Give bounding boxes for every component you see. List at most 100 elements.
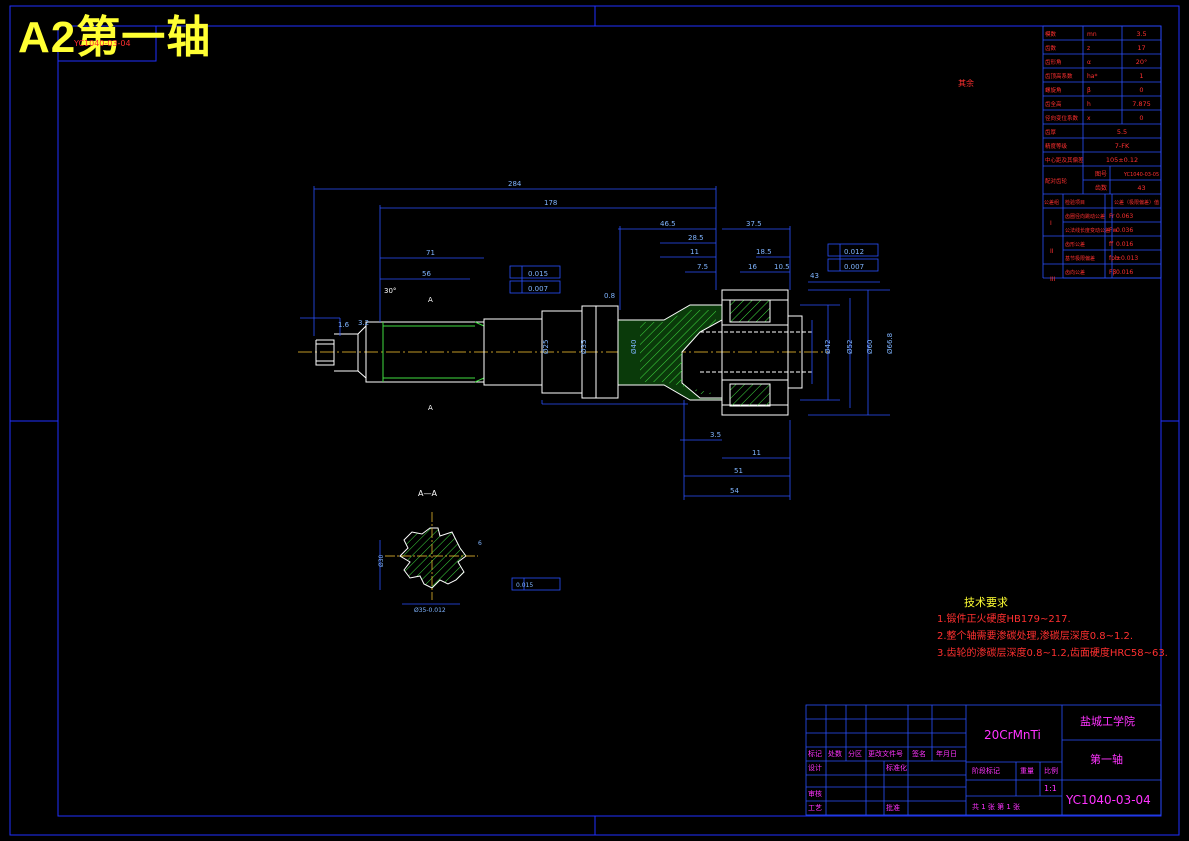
material: 20CrMnTi xyxy=(984,728,1041,742)
check-symbol: fpb xyxy=(1109,255,1119,262)
check-header: 公差（极限偏差）值 xyxy=(1114,199,1159,206)
label-design: 设计 xyxy=(808,764,822,772)
dim-d1: Ø25 xyxy=(542,340,550,354)
param-name: 径向变位系数 xyxy=(1045,114,1079,122)
dim-d4: Ø42 xyxy=(824,340,832,354)
param-value: 0 xyxy=(1139,114,1143,122)
dim-total: 284 xyxy=(508,180,522,188)
label-weight: 重量 xyxy=(1020,767,1034,775)
param-symbol: h xyxy=(1087,101,1091,108)
label-mark: 标记 xyxy=(808,750,822,758)
label-zone: 分区 xyxy=(848,750,862,758)
check-item: 公法线长度变动公差 xyxy=(1065,227,1110,234)
spline-od: Ø35-0.012 xyxy=(414,607,446,614)
dim-d6: Ø60 xyxy=(866,340,874,354)
label-standard: 标准化 xyxy=(886,764,907,772)
check-value: 0.016 xyxy=(1116,269,1133,276)
dim-d3: Ø40 xyxy=(630,340,638,354)
param-symbol: α xyxy=(1087,59,1091,66)
check-value: 0.036 xyxy=(1116,227,1133,234)
dim-d2: Ø35 xyxy=(580,340,588,354)
school-name: 盐城工学院 xyxy=(1080,715,1135,728)
param-name: 中心距及其偏差 xyxy=(1045,156,1084,164)
tech-item: 2.整个轴需要渗碳处理,渗碳层深度0.8~1.2. xyxy=(937,631,1134,642)
ra-08: 0.8 xyxy=(604,292,615,300)
dim-r7: 16 xyxy=(748,263,757,271)
label-check: 审核 xyxy=(808,790,822,798)
check-symbol: Fw xyxy=(1109,227,1117,234)
param-value: 17 xyxy=(1137,44,1145,52)
dim-r4: 11 xyxy=(690,248,699,256)
code-box xyxy=(57,25,157,62)
check-symbol: Fr xyxy=(1109,213,1115,220)
label-stage: 阶段标记 xyxy=(972,767,1000,775)
param-value: 0 xyxy=(1139,86,1143,94)
param-value: 7-FK xyxy=(1115,142,1130,150)
param-symbol: x xyxy=(1087,115,1091,122)
drawing-number: YC1040-03-04 xyxy=(1066,793,1151,807)
param-symbol: mn xyxy=(1087,31,1097,38)
param-name: 齿厚 xyxy=(1045,129,1057,136)
dim-b3: 51 xyxy=(734,467,743,475)
section-label: A—A xyxy=(418,489,437,498)
sec-a-top: A xyxy=(428,296,433,304)
technical-requirements: 技术要求 1.锻件正火硬度HB179~217. 2.整个轴需要渗碳处理,渗碳层深… xyxy=(937,594,1168,662)
check-group: III xyxy=(1050,276,1056,283)
dim-l4: 56 xyxy=(422,270,431,278)
param-name: 模数 xyxy=(1045,30,1057,38)
dim-r5: 7.5 xyxy=(697,263,708,271)
check-value: ±0.013 xyxy=(1116,255,1138,262)
mating-value: 43 xyxy=(1137,184,1145,192)
tol-3: 0.012 xyxy=(844,248,864,256)
check-group: I xyxy=(1050,220,1052,227)
param-name: 齿全高 xyxy=(1045,100,1062,108)
param-name: 螺旋角 xyxy=(1045,86,1062,94)
tech-item: 3.齿轮的渗碳层深度0.8~1.2,齿面硬度HRC58~63. xyxy=(937,648,1168,659)
mating-key: 齿数 xyxy=(1095,184,1107,192)
tol-2: 0.007 xyxy=(528,285,548,293)
check-header: 公差组 xyxy=(1044,199,1059,206)
tech-heading: 技术要求 xyxy=(964,596,1008,609)
param-name: 齿顶高系数 xyxy=(1045,72,1073,80)
dim-b5: 43 xyxy=(810,272,819,280)
check-value: 0.016 xyxy=(1116,241,1133,248)
spline-d: Ø30 xyxy=(378,554,385,567)
param-symbol: β xyxy=(1087,87,1091,94)
param-name: 齿数 xyxy=(1045,44,1057,52)
dim-angle: 30° xyxy=(384,287,396,295)
scale: 1:1 xyxy=(1044,784,1057,793)
dim-r2: 37.5 xyxy=(746,220,762,228)
dim-b1: 3.5 xyxy=(710,431,721,439)
outer-frame xyxy=(9,5,1180,836)
dim-l2: 178 xyxy=(544,199,557,207)
mating-value: YC1040-03-05 xyxy=(1123,172,1159,178)
param-value: 3.5 xyxy=(1136,30,1146,38)
tol-1: 0.015 xyxy=(528,270,548,278)
label-date: 年月日 xyxy=(936,750,957,758)
dimension-lines xyxy=(300,186,890,500)
param-symbol: ha* xyxy=(1087,73,1097,80)
drawing-code-top: YC1040-03-04 xyxy=(74,39,131,48)
label-process: 工艺 xyxy=(808,804,822,812)
check-item: 齿向公差 xyxy=(1065,269,1085,276)
check-item: 齿圈径向跳动公差 xyxy=(1065,213,1105,220)
surface-rest-mark: 其余 xyxy=(958,79,974,88)
spline-dim: 6 xyxy=(478,540,482,547)
mating-key: 图号 xyxy=(1095,171,1107,178)
label-approve: 批准 xyxy=(886,804,900,812)
tol-4: 0.007 xyxy=(844,263,864,271)
param-value: 20° xyxy=(1136,58,1148,66)
mating-name: 配对齿轮 xyxy=(1045,177,1068,185)
param-value: 1 xyxy=(1139,72,1143,80)
check-header: 检验项目 xyxy=(1065,199,1085,206)
title-block xyxy=(805,704,1162,816)
dim-r3: 28.5 xyxy=(688,234,704,242)
dim-r8: 10.5 xyxy=(774,263,790,271)
dim-d5: Ø52 xyxy=(846,340,854,354)
shaft-main-view xyxy=(298,289,830,416)
param-symbol: z xyxy=(1087,45,1090,52)
sheet-count: 共 1 张 第 1 张 xyxy=(972,803,1021,811)
param-name: 精度等级 xyxy=(1045,142,1068,150)
label-count: 处数 xyxy=(828,750,842,758)
